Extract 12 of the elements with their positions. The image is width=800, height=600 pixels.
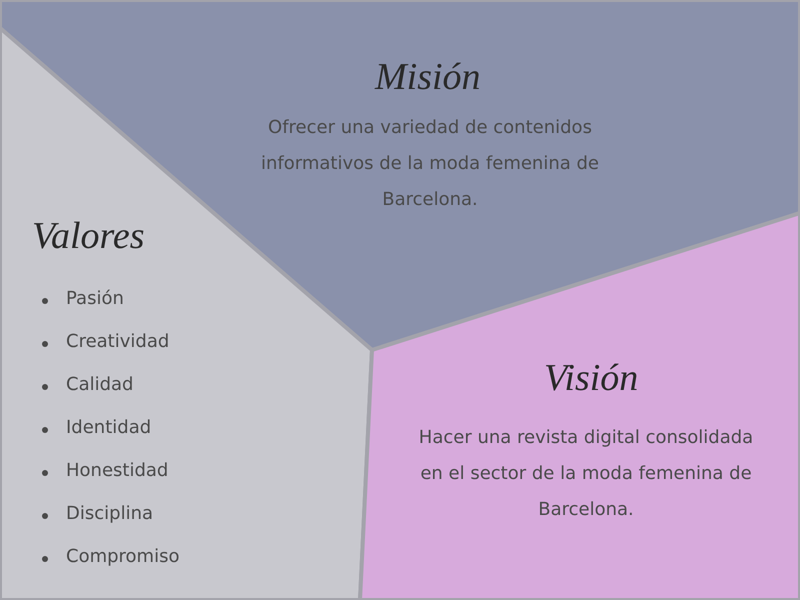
section-heading: Misión	[375, 55, 481, 99]
bullet-item: Compromiso	[66, 546, 180, 567]
bullet-item: Calidad	[66, 374, 134, 395]
section-heading: Visión	[544, 356, 638, 400]
bullet-item: Creatividad	[66, 331, 170, 352]
section-heading: Valores	[32, 214, 145, 258]
description-text: Ofrecer una variedad de contenidos informativos de la moda femenina de Barcelona.	[260, 116, 600, 212]
description-text: Hacer una revista digital consolidada en el sector de la moda femenina de Barcelona.	[418, 426, 754, 522]
bullet-item: Pasión	[66, 288, 124, 309]
bullet-item: Disciplina	[66, 503, 154, 524]
bullet-item: Identidad	[66, 417, 152, 438]
bullet-item: Honestidad	[66, 460, 168, 481]
